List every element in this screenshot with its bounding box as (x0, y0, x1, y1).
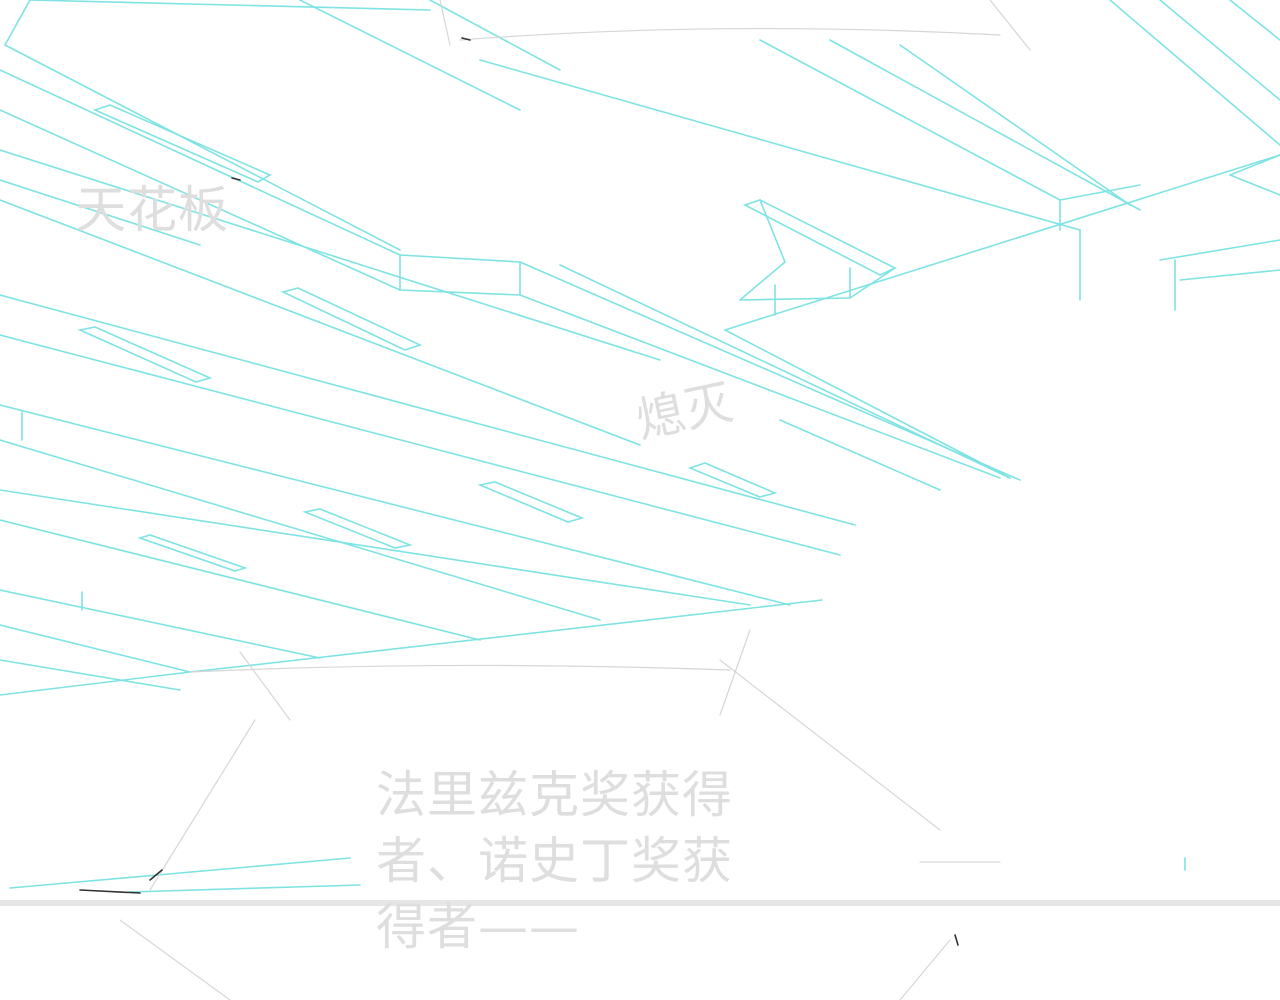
caption-award-line-2: 者、诺史丁奖获 (376, 832, 733, 890)
caption-award-winner: 法里兹克奖获得 者、诺史丁奖获 得者—— (376, 762, 733, 960)
ceiling-beams (0, 0, 1280, 893)
floor-divider (0, 900, 1280, 906)
caption-ceiling: 天花板 (76, 181, 229, 239)
pencil-strokes (119, 0, 1031, 1000)
caption-award-line-1: 法里兹克奖获得 (376, 766, 733, 824)
ink-accents (79, 37, 959, 946)
caption-award-line-3: 得者—— (376, 898, 580, 956)
